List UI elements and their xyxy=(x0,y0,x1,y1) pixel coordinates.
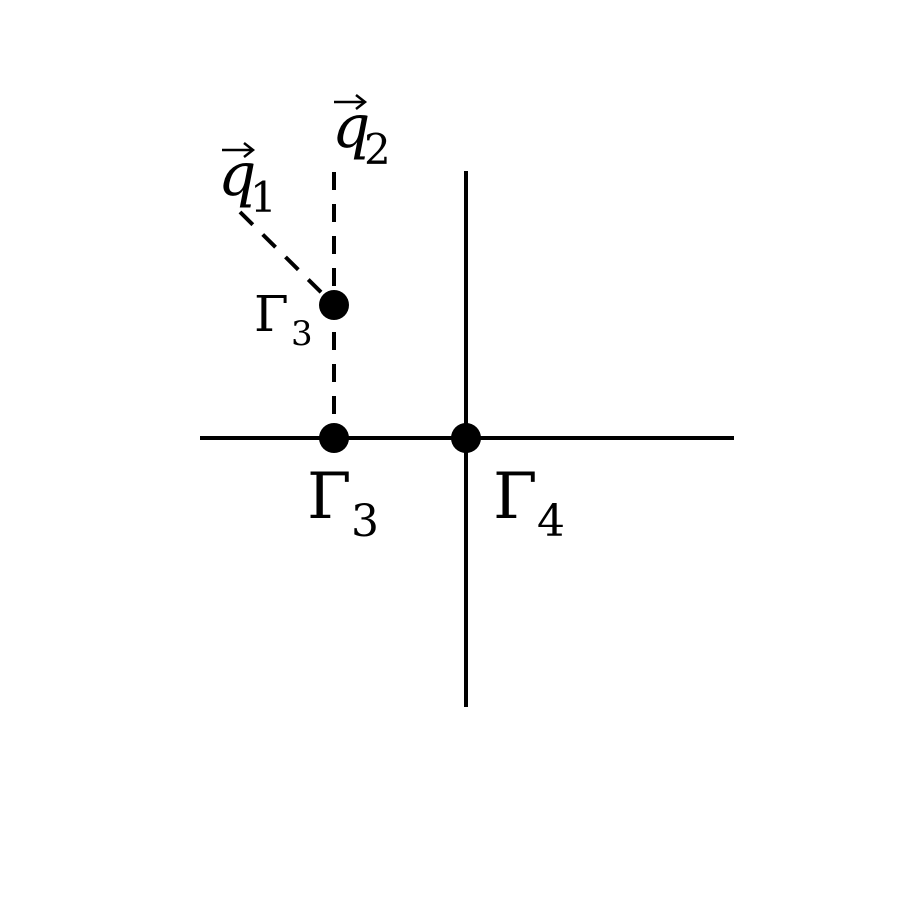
svg-text:1: 1 xyxy=(250,173,277,222)
upper-gamma3-label: Γ 3 xyxy=(254,285,313,354)
crossing-gamma-subscript: 4 xyxy=(537,496,565,547)
svg-text:Γ: Γ xyxy=(307,460,351,534)
crossing-gamma4-label: Γ 4 xyxy=(493,460,565,547)
q1-arrowhead-icon xyxy=(243,142,256,158)
crossing-gamma-symbol: Γ xyxy=(493,460,537,534)
middle-gamma-subscript: 3 xyxy=(351,496,379,547)
vertex-crossing-gamma4 xyxy=(451,423,481,453)
q1-subscript: 1 xyxy=(250,173,277,222)
dashed-line-q1 xyxy=(238,210,336,307)
svg-text:3: 3 xyxy=(291,314,313,354)
svg-text:2: 2 xyxy=(364,125,391,174)
svg-text:q: q xyxy=(218,140,256,210)
q1-symbol: q xyxy=(218,140,256,210)
q2-symbol: q xyxy=(332,92,370,162)
q2-arrowhead-icon xyxy=(355,94,368,110)
vertex-upper-gamma3 xyxy=(319,290,349,320)
upper-gamma-subscript: 3 xyxy=(291,314,313,354)
upper-gamma-symbol: Γ xyxy=(254,285,289,343)
q2-subscript: 2 xyxy=(364,125,391,174)
svg-text:4: 4 xyxy=(537,496,565,547)
svg-text:q: q xyxy=(332,92,370,162)
middle-gamma-symbol: Γ xyxy=(307,460,351,534)
svg-text:3: 3 xyxy=(351,496,379,547)
q1-label: q 1 xyxy=(218,140,277,222)
q2-label: q 2 xyxy=(332,92,391,174)
middle-gamma3-label: Γ 3 xyxy=(307,460,379,547)
vertex-middle-gamma3 xyxy=(319,423,349,453)
svg-text:Γ: Γ xyxy=(254,285,289,343)
svg-text:Γ: Γ xyxy=(493,460,537,534)
